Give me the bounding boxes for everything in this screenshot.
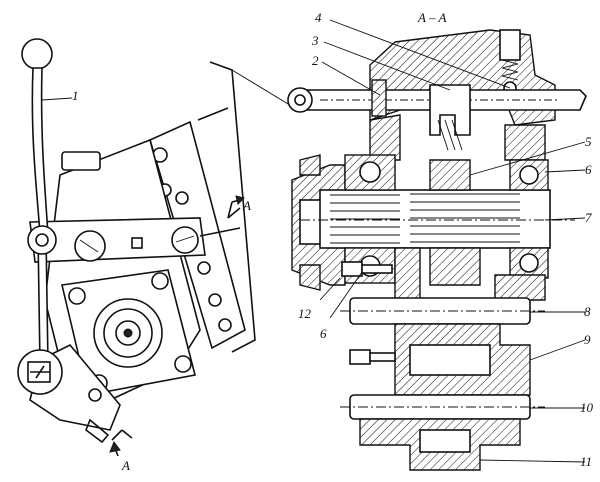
flange-bolt (197, 261, 211, 275)
bolt-shank (361, 264, 393, 274)
rail-screw (131, 237, 143, 249)
right-section-view: A – A (287, 10, 594, 471)
label-5: 5 (585, 134, 592, 149)
housing-wall-lower (494, 274, 546, 301)
coupling-ear (299, 154, 321, 176)
label-6-right: 6 (585, 162, 592, 177)
lever-knob (21, 38, 53, 70)
detent-spring (501, 59, 519, 81)
bearing-ball (519, 253, 539, 273)
label-3: 3 (311, 33, 319, 48)
plug-bolt (499, 29, 521, 61)
label-8: 8 (584, 304, 591, 319)
shaft-center (123, 328, 133, 338)
flange-bolt (175, 191, 189, 205)
bearing-ball (519, 165, 539, 185)
rod-eye-hole (294, 94, 306, 106)
shift-fork (429, 84, 471, 136)
section-title: A – A (417, 10, 446, 25)
drain-plug (85, 418, 110, 444)
section-line-a (109, 195, 245, 457)
label-7: 7 (585, 210, 592, 225)
label-6-lower: 6 (320, 326, 327, 341)
label-12: 12 (298, 306, 312, 321)
coupling-ear (299, 264, 321, 291)
cover-bolt (151, 272, 169, 290)
flange-bolt (218, 318, 232, 332)
label-2: 2 (312, 53, 319, 68)
lever-rod (31, 67, 49, 236)
leader-line-1 (41, 97, 73, 101)
housing-boss (61, 151, 101, 171)
gear-bottom (429, 247, 481, 286)
housing-bolt (88, 388, 102, 402)
housing-wall-lower (394, 247, 421, 301)
bearing-ball (359, 161, 381, 183)
small-bolt-shank (369, 352, 396, 362)
left-external-view: A A 1 (17, 38, 299, 473)
shaft-splines (330, 193, 520, 244)
rail-end-plug (74, 230, 106, 262)
flange-bolt (208, 293, 222, 307)
cover-bolt (174, 355, 192, 373)
gear-top (429, 159, 471, 191)
cover-bolt (68, 287, 86, 305)
label-9: 9 (584, 332, 591, 347)
lever-pivot-pin (35, 233, 49, 247)
rail-end-plug (171, 226, 199, 254)
leader-lines (319, 19, 586, 463)
label-11: 11 (580, 454, 592, 469)
small-bolt (349, 349, 371, 365)
label-10: 10 (580, 400, 594, 415)
label-1: 1 (72, 88, 79, 103)
rod-seal (371, 79, 387, 117)
lower-gear-hub (419, 429, 471, 453)
label-4: 4 (315, 10, 322, 25)
bolt-head (341, 261, 363, 277)
gear-block-core (409, 344, 491, 376)
section-mark-lower: A (121, 458, 130, 473)
section-mark-upper: A (242, 198, 251, 213)
housing-wall-left (369, 114, 401, 161)
